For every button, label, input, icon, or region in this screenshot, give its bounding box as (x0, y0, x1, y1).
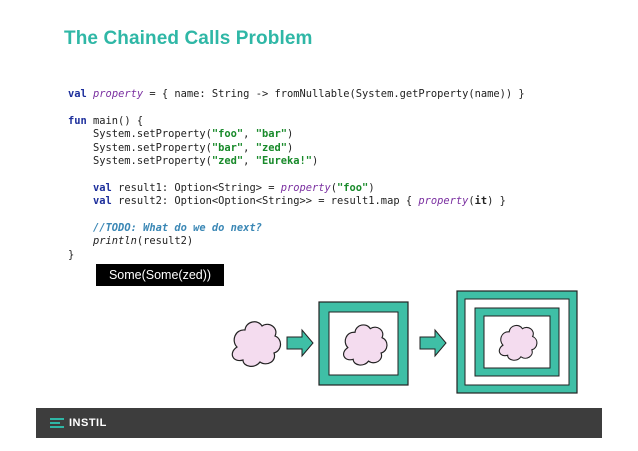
single-option-box (318, 301, 409, 386)
code-line-property: val property = { name: String -> fromNul… (68, 88, 525, 100)
code-line-set-bar: System.setProperty("bar", "zed") (68, 141, 294, 154)
footer-bar: INSTIL (36, 408, 602, 438)
arrow-right-icon (419, 328, 447, 358)
output-result-box: Some(Some(zed)) (96, 264, 224, 286)
nested-option-box (456, 290, 578, 394)
code-line-println: println(result2) (93, 235, 194, 248)
code-line-set-zed: System.setProperty("zed", "Eureka!") (68, 155, 319, 168)
code-line-result2: val result2: Option<Option<String>> = re… (93, 195, 506, 208)
brand-logo-text: INSTIL (69, 417, 107, 429)
code-line-main: fun main() { (68, 114, 144, 127)
code-block: val property = { name: String -> fromNul… (68, 88, 525, 262)
code-line-result1: val result1: Option<String> = property("… (93, 181, 375, 194)
arrow-right-icon (286, 328, 314, 358)
code-line-set-foo: System.setProperty("foo", "bar") (68, 128, 294, 141)
plain-value-cloud (231, 321, 282, 367)
code-line-closing-brace: } (68, 248, 75, 261)
instil-logo-icon (50, 418, 64, 428)
code-line-comment: //TODO: What do we do next? (93, 222, 262, 235)
slide-title: The Chained Calls Problem (64, 28, 313, 49)
